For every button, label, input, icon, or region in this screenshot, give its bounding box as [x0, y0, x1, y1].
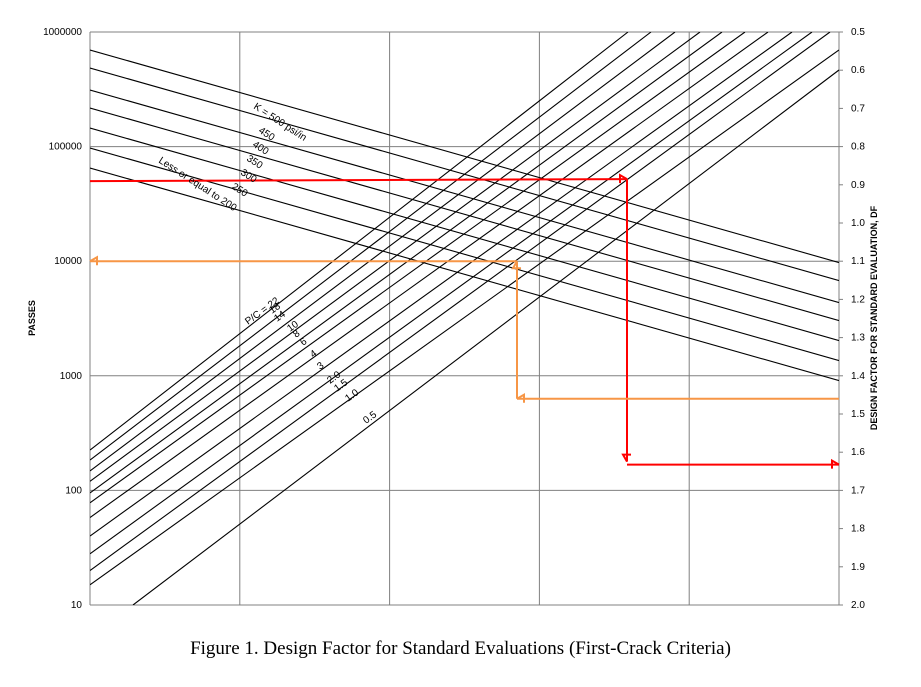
- orange-arrowhead: [511, 260, 521, 270]
- red-example-path-horizontal: [89, 178, 628, 183]
- y2-tick-label: 1.1: [851, 256, 865, 267]
- pc-line: [90, 32, 701, 482]
- pc-line: [90, 32, 652, 461]
- y-tick-label: 100000: [49, 142, 83, 153]
- k-line: [90, 89, 839, 304]
- grid-layer: [89, 31, 843, 606]
- y-tick-label: 100: [65, 485, 82, 496]
- pc-line: [90, 32, 629, 451]
- y2-axis-title: DESIGN FACTOR FOR STANDARD EVALUATION, D…: [869, 205, 879, 430]
- red-arrowhead: [621, 453, 631, 463]
- y2-tick-label: 1.4: [851, 371, 865, 382]
- pc-line-label: 3: [315, 360, 326, 372]
- y2-tick-label: 1.8: [851, 524, 865, 535]
- red-arrowhead: [831, 458, 840, 469]
- y2-tick-label: 0.5: [851, 27, 865, 38]
- y2-tick-label: 1.0: [851, 218, 865, 229]
- k-line: [90, 167, 839, 382]
- y-tick-label: 10: [71, 600, 83, 611]
- y2-tick-label: 0.9: [851, 180, 865, 191]
- k-line: [90, 107, 839, 322]
- pc-line: [132, 69, 839, 605]
- k-line-label: K = 500 psi/in: [251, 101, 308, 143]
- pc-line-label: 8: [291, 328, 302, 340]
- example-arrows-layer: [89, 173, 840, 469]
- y2-tick-label: 1.3: [851, 333, 865, 344]
- red-arrowhead: [619, 173, 628, 184]
- y-tick-label: 10000: [54, 256, 82, 267]
- pc-line-label: 0.5: [361, 409, 379, 426]
- y2-tick-label: 0.8: [851, 142, 865, 153]
- y2-tick-label: 1.2: [851, 294, 865, 305]
- y2-tick-label: 0.7: [851, 103, 865, 114]
- k-line: [90, 127, 839, 342]
- pc-line: [90, 32, 746, 504]
- tick-labels-layer: 10 100 1000 10000 100000 1000000 0.5 0.6 0.7 0.8 0…: [43, 27, 865, 611]
- y-tick-label: 1000000: [43, 27, 82, 38]
- y2-tick-label: 0.6: [851, 65, 865, 76]
- pc-line: [90, 32, 831, 571]
- y2-tick-label: 1.7: [851, 485, 865, 496]
- pc-line-label: 4: [308, 348, 319, 360]
- pc-line-label: 6: [298, 336, 309, 348]
- y-axis-title: PASSES: [27, 300, 37, 336]
- design-lines-layer: [90, 32, 839, 605]
- pc-line: [90, 32, 769, 518]
- pc-line: [90, 49, 839, 586]
- k-line: [90, 49, 839, 264]
- y2-tick-label: 1.6: [851, 447, 865, 458]
- k-line-label: 250: [229, 181, 249, 200]
- y2-tick-label: 2.0: [851, 600, 865, 611]
- y-tick-label: 1000: [60, 371, 83, 382]
- pc-line: [90, 32, 813, 555]
- pc-line: [90, 32, 723, 494]
- k-line: [90, 147, 839, 362]
- y2-tick-label: 1.5: [851, 409, 865, 420]
- y2-tick-label: 1.9: [851, 562, 865, 573]
- orange-arrowhead: [516, 392, 525, 403]
- orange-arrowhead: [89, 255, 98, 266]
- k-line-label: Less or equal to 200: [156, 155, 238, 214]
- pc-line: [90, 32, 676, 472]
- figure-caption: Figure 1. Design Factor for Standard Eva…: [190, 638, 731, 659]
- pc-line: [90, 32, 793, 537]
- k-line-label: 300: [238, 167, 258, 186]
